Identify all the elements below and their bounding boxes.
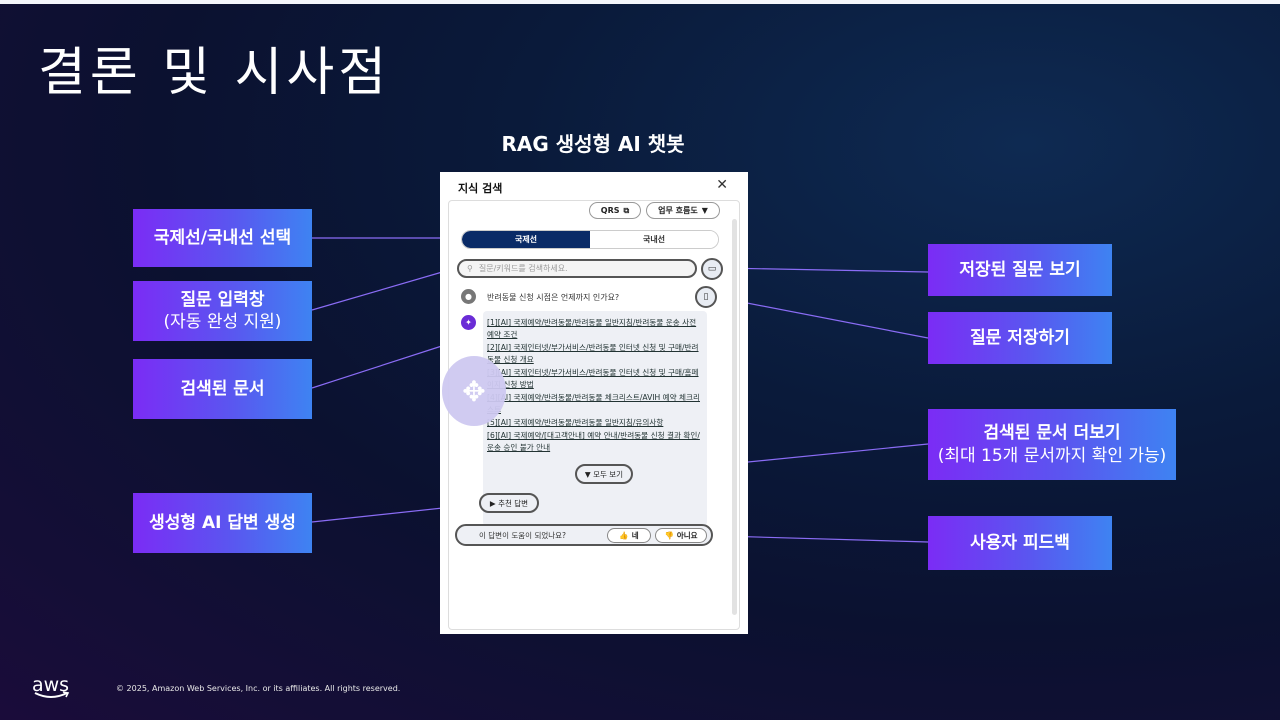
connector-searched-docs <box>311 343 449 389</box>
recommended-answer-label: 추천 답변 <box>498 498 529 508</box>
callout-more-docs: 검색된 문서 더보기 (최대 15개 문서까지 확인 가능) <box>928 409 1176 480</box>
thumbs-down-icon: 👎 <box>664 531 674 540</box>
caret-down-icon: ▼ <box>584 469 594 479</box>
view-all-button[interactable]: ▼ 모두 보기 <box>575 464 633 484</box>
connector-feedback <box>721 535 929 543</box>
callout-saved-questions-label: 저장된 질문 보기 <box>959 259 1081 280</box>
thumbs-up-icon: 👍 <box>619 531 629 540</box>
callout-searched-docs: 검색된 문서 <box>133 359 312 419</box>
callout-question-input-sub: (자동 완성 지원) <box>163 312 282 332</box>
feedback-yes-button[interactable]: 👍 네 <box>607 528 651 543</box>
route-tabs: 국제선 국내선 <box>461 230 719 249</box>
tab-international[interactable]: 국제선 <box>462 231 590 248</box>
search-placeholder: 질문/키워드를 검색하세요. <box>478 264 568 273</box>
searched-doc-list: [1][AI] 국제예약/반려동물/반려동물 일반지침/반려동물 운송 사전 예… <box>487 317 705 455</box>
feedback-question: 이 답변이 도움이 되었나요? <box>479 530 567 540</box>
feedback-no-button[interactable]: 👎 아니요 <box>655 528 707 543</box>
callout-more-docs-sub: (최대 15개 문서까지 확인 가능) <box>937 445 1167 466</box>
search-input[interactable]: ⚲ 질문/키워드를 검색하세요. <box>457 259 697 278</box>
external-link-icon: ⧉ <box>623 205 630 215</box>
folder-icon: ▭ <box>707 264 717 274</box>
qrs-label: QRS <box>600 206 620 215</box>
copyright: © 2025, Amazon Web Services, Inc. or its… <box>116 684 401 693</box>
callout-save-question: 질문 저장하기 <box>928 312 1112 364</box>
connector-saved-questions <box>721 267 929 273</box>
callout-searched-docs-label: 검색된 문서 <box>180 378 265 399</box>
user-question: 반려동물 신청 시점은 언제까지 인가요? <box>487 293 620 302</box>
slide-title: 결론 및 시사점 <box>38 43 391 103</box>
connector-question-input <box>311 267 457 311</box>
callout-saved-questions: 저장된 질문 보기 <box>928 244 1112 296</box>
doc-link[interactable]: [6][AI] 국제예약/[대고객안내] 예약 안내/반려동물 신청 결과 확인… <box>487 431 700 452</box>
tab-domestic[interactable]: 국내선 <box>590 231 718 248</box>
callout-intl-domestic-label: 국제선/국내선 선택 <box>153 227 292 248</box>
doc-link[interactable]: [2][AI] 국제인터넷/부가서비스/반려동물 인터넷 신청 및 구매/반려동… <box>487 343 699 364</box>
workflow-button[interactable]: 업무 흐름도 ▼ <box>646 202 720 219</box>
callout-more-docs-label: 검색된 문서 더보기 <box>983 423 1121 444</box>
doc-link[interactable]: [4][AI] 국제예약/반려동물/반려동물 체크리스트/AVIH 예약 체크리… <box>487 393 700 414</box>
aws-smile-icon <box>34 691 70 698</box>
move-handle-icon[interactable]: ✥ <box>442 356 506 426</box>
callout-gen-answer-label: 생성형 AI 답변 생성 <box>149 512 296 533</box>
callout-user-feedback-label: 사용자 피드백 <box>970 532 1070 553</box>
saved-questions-button[interactable]: ▭ <box>701 258 723 280</box>
close-button[interactable]: ✕ <box>716 177 728 193</box>
callout-gen-answer: 생성형 AI 답변 생성 <box>133 493 312 553</box>
bookmark-icon: ▯ <box>703 292 709 302</box>
doc-link[interactable]: [1][AI] 국제예약/반려동물/반려동물 일반지침/반려동물 운송 사전 예… <box>487 318 697 339</box>
callout-question-input-label: 질문 입력창 <box>180 289 265 310</box>
feedback-bar: 이 답변이 도움이 되었나요? 👍 네 👎 아니요 <box>455 524 713 546</box>
save-question-button[interactable]: ▯ <box>695 286 717 308</box>
doc-link[interactable]: [5][AI] 국제예약/반려동물/반려동물 일반지침/유의사항 <box>487 418 664 427</box>
section-title: RAG 생성형 AI 챗봇 <box>501 132 685 156</box>
search-icon: ⚲ <box>467 264 473 273</box>
user-avatar-icon: ● <box>461 289 476 304</box>
panel-title: 지식 검색 <box>458 182 503 195</box>
doc-link[interactable]: [3][AI] 국제인터넷/부가서비스/반려동물 인터넷 신청 및 구매/홈페이… <box>487 368 699 389</box>
workflow-label: 업무 흐름도 <box>658 206 698 215</box>
top-border <box>0 0 1280 4</box>
qrs-button[interactable]: QRS ⧉ <box>589 202 641 219</box>
panel-header: 지식 검색 ✕ <box>440 172 748 202</box>
feedback-no-label: 아니요 <box>676 531 698 540</box>
answer-box: [1][AI] 국제예약/반려동물/반려동물 일반지침/반려동물 운송 사전 예… <box>483 311 707 526</box>
scrollbar[interactable] <box>732 219 737 615</box>
feedback-yes-label: 네 <box>631 531 639 540</box>
aws-logo: aws <box>32 674 70 696</box>
callout-intl-domestic: 국제선/국내선 선택 <box>133 209 312 267</box>
chat-scroll-area[interactable]: QRS ⧉ 업무 흐름도 ▼ 국제선 국내선 ⚲ 질문/키워드를 검색하세요. … <box>448 200 740 630</box>
callout-question-input: 질문 입력창 (자동 완성 지원) <box>133 281 312 341</box>
callout-save-question-label: 질문 저장하기 <box>970 327 1070 348</box>
play-icon: ▶ <box>489 498 499 508</box>
view-all-label: 모두 보기 <box>593 469 624 479</box>
ai-avatar-icon: ✦ <box>461 315 476 330</box>
caret-down-icon: ▼ <box>701 206 708 215</box>
recommended-answer-button[interactable]: ▶ 추천 답변 <box>479 493 539 513</box>
callout-user-feedback: 사용자 피드백 <box>928 516 1112 570</box>
